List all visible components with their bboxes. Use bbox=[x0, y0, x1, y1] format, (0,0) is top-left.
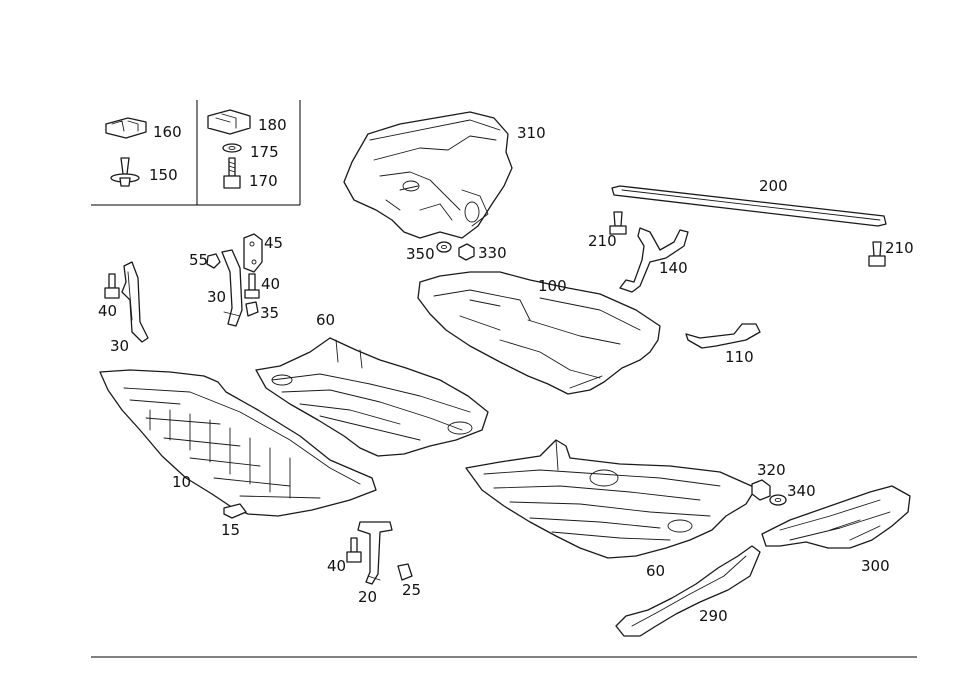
part-60-cover-upper bbox=[255, 337, 489, 457]
part-150-screw bbox=[110, 157, 140, 187]
fastener-inset-box bbox=[91, 100, 301, 206]
label-290: 290 bbox=[699, 607, 728, 625]
label-110: 110 bbox=[725, 348, 754, 366]
label-320: 320 bbox=[757, 461, 786, 479]
part-210-bolt-left bbox=[609, 211, 627, 235]
part-40-bolt-lower bbox=[346, 537, 362, 563]
part-15-clip bbox=[223, 503, 247, 519]
label-10: 10 bbox=[172, 473, 191, 491]
part-40-bolt-upper bbox=[244, 273, 260, 299]
label-15: 15 bbox=[221, 521, 240, 539]
label-330: 330 bbox=[478, 244, 507, 262]
label-25: 25 bbox=[402, 581, 421, 599]
part-35-clip bbox=[245, 301, 259, 317]
part-10-front-panel bbox=[99, 369, 377, 517]
label-210-left: 210 bbox=[588, 232, 617, 250]
part-30-bracket-upper bbox=[221, 249, 243, 327]
label-35: 35 bbox=[260, 304, 279, 322]
part-310-engine-cover bbox=[343, 111, 513, 239]
part-45-bracket bbox=[243, 233, 263, 273]
part-170-bolt bbox=[223, 157, 241, 189]
label-40-upper: 40 bbox=[261, 275, 280, 293]
part-330-nut bbox=[458, 243, 475, 261]
label-160: 160 bbox=[153, 123, 182, 141]
label-55: 55 bbox=[189, 251, 208, 269]
label-60-lower: 60 bbox=[646, 562, 665, 580]
part-290-sill-strip bbox=[615, 545, 761, 637]
label-40-lower: 40 bbox=[327, 557, 346, 575]
part-160-clip-nut bbox=[105, 117, 147, 139]
label-45: 45 bbox=[264, 234, 283, 252]
part-175-washer bbox=[222, 143, 242, 153]
label-210-right: 210 bbox=[885, 239, 914, 257]
part-180-clip bbox=[207, 109, 251, 135]
part-55-clip bbox=[206, 253, 221, 269]
label-140: 140 bbox=[659, 259, 688, 277]
label-310: 310 bbox=[517, 124, 546, 142]
part-30-bracket-left bbox=[121, 261, 149, 343]
label-150: 150 bbox=[149, 166, 178, 184]
part-25-clip bbox=[397, 563, 413, 581]
part-60-cover-lower bbox=[465, 439, 757, 559]
part-40-bolt-left bbox=[104, 273, 120, 299]
part-140-bracket bbox=[619, 227, 689, 293]
part-210-bolt-right bbox=[868, 241, 886, 267]
label-340: 340 bbox=[787, 482, 816, 500]
part-350-washer bbox=[436, 241, 452, 253]
label-175: 175 bbox=[250, 143, 279, 161]
label-350: 350 bbox=[406, 245, 435, 263]
label-20: 20 bbox=[358, 588, 377, 606]
label-200: 200 bbox=[759, 177, 788, 195]
part-320-nut bbox=[751, 479, 771, 501]
part-110-bracket bbox=[685, 323, 761, 349]
label-30-upper: 30 bbox=[207, 288, 226, 306]
label-180: 180 bbox=[258, 116, 287, 134]
part-100-underbody-panel bbox=[417, 271, 661, 395]
label-30-left: 30 bbox=[110, 337, 129, 355]
label-300: 300 bbox=[861, 557, 890, 575]
part-20-bracket bbox=[357, 521, 393, 585]
label-60-upper: 60 bbox=[316, 311, 335, 329]
part-340-washer bbox=[769, 494, 787, 506]
part-200-strut bbox=[611, 185, 887, 227]
part-300-side-cover bbox=[761, 485, 911, 549]
label-170: 170 bbox=[249, 172, 278, 190]
callout-labels: 160 150 180 175 170 310 350 330 200 210 … bbox=[98, 116, 914, 625]
label-100: 100 bbox=[538, 277, 567, 295]
label-40-left: 40 bbox=[98, 302, 117, 320]
